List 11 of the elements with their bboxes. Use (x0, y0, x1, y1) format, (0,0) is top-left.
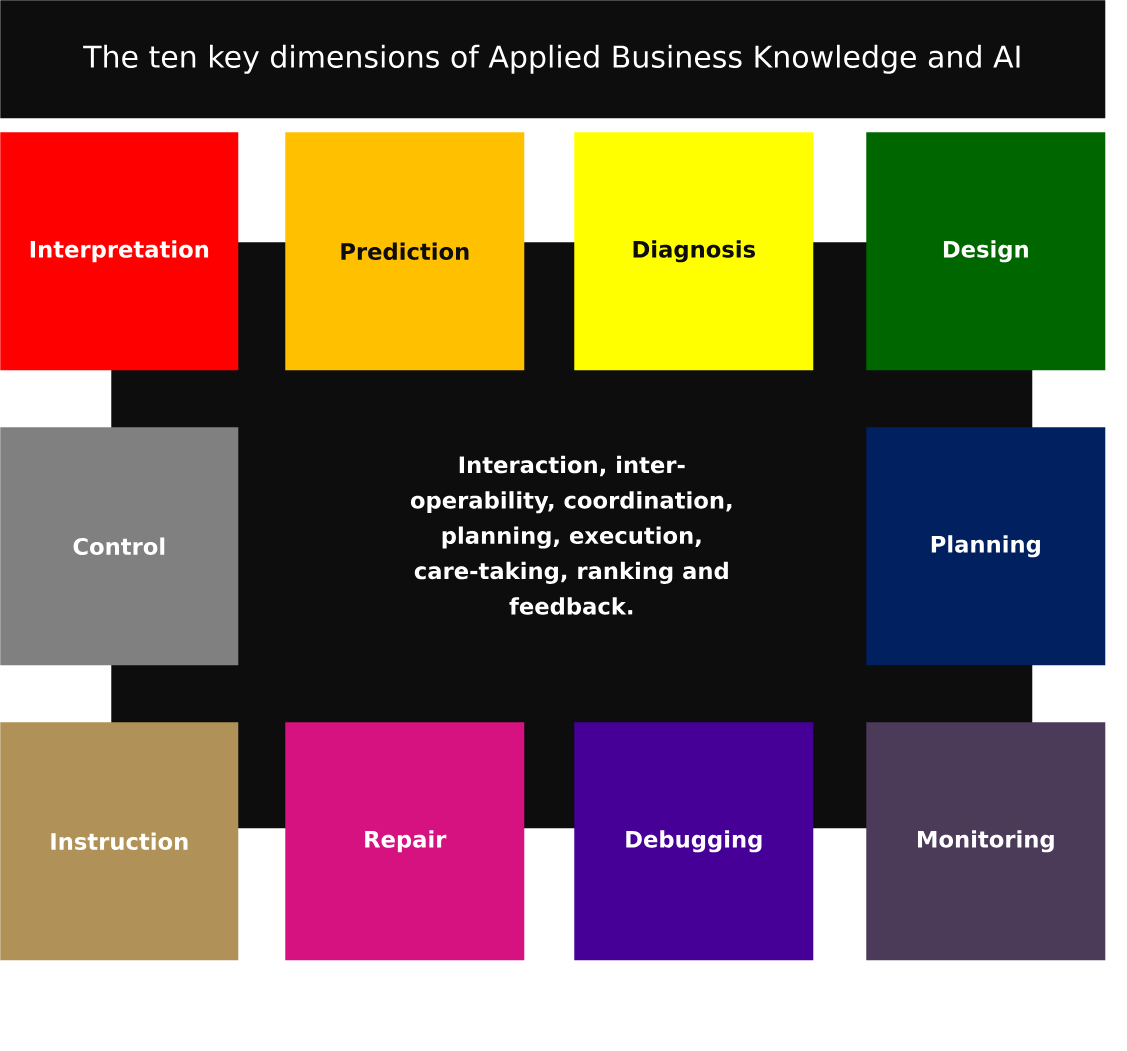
colored-square: Debugging (574, 722, 814, 961)
colored-square: Monitoring (866, 722, 1106, 961)
colored-square: Interpretation (0, 132, 239, 371)
colored-square: Diagnosis (574, 132, 814, 371)
colored-square: Design (866, 132, 1106, 371)
title-bar: The ten key dimensions of Applied Business Knowledge and AI (0, 0, 1106, 119)
colored-square: Instruction (0, 722, 239, 961)
colored-square: Repair (285, 722, 525, 961)
colored-square: Planning (866, 427, 1106, 666)
colored-square: Prediction (285, 132, 525, 371)
colored-square: Control (0, 427, 239, 666)
